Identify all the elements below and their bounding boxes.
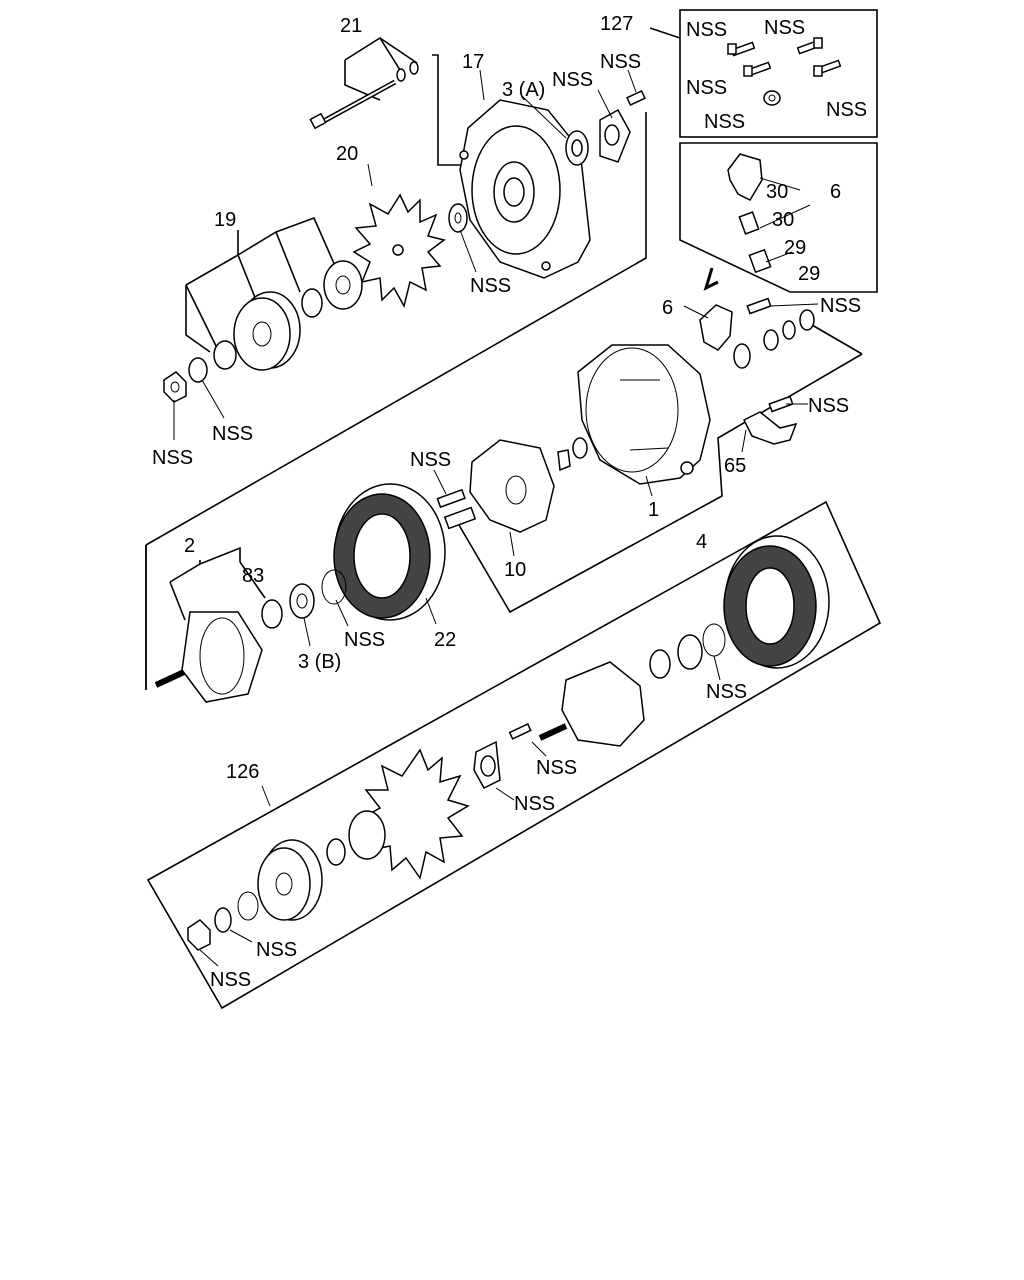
callout-2: 2 — [184, 535, 195, 557]
callout-kit-nss-1: NSS — [686, 19, 727, 41]
callout-nss-s2: NSS — [514, 793, 555, 815]
callout-nss-terminal: NSS — [808, 395, 849, 417]
callout-nss-nut-1: NSS — [212, 423, 253, 445]
stator-part — [333, 483, 446, 621]
callout-nss-nut-2: NSS — [152, 447, 193, 469]
rear-housing-part — [577, 344, 711, 485]
callout-nss-oring: NSS — [344, 629, 385, 651]
callout-3b: 3 (B) — [298, 651, 341, 673]
callout-1: 1 — [648, 499, 659, 521]
callout-nss-bolt-10: NSS — [410, 449, 451, 471]
bearing-3a-part — [565, 89, 646, 166]
leader-lines — [173, 69, 819, 967]
callout-kit-nss-4: NSS — [826, 99, 867, 121]
callout-30b: 30 — [772, 209, 794, 231]
callout-3a: 3 (A) — [502, 79, 545, 101]
callout-nss-brush: NSS — [820, 295, 861, 317]
callout-nss-n4: NSS — [210, 969, 251, 991]
callout-10: 10 — [504, 559, 526, 581]
callout-4: 4 — [696, 531, 707, 553]
callout-nss-fan: NSS — [470, 275, 511, 297]
callout-kit-nss-5: NSS — [704, 111, 745, 133]
brush-holder-part — [699, 297, 815, 445]
callout-nss-bolt-top: NSS — [600, 51, 641, 73]
callout-126: 126 — [226, 761, 259, 783]
callout-nss-n3: NSS — [256, 939, 297, 961]
drive-end-frame-part — [459, 99, 591, 279]
callout-kit-nss-3: NSS — [686, 77, 727, 99]
fan-part — [352, 193, 468, 309]
callout-30a: 30 — [766, 181, 788, 203]
callout-29b: 29 — [798, 263, 820, 285]
callout-83: 83 — [242, 565, 264, 587]
callout-21: 21 — [340, 15, 362, 37]
callout-127: 127 — [600, 13, 633, 35]
pulley-set-part — [163, 260, 363, 403]
assembly-bracket-lines — [145, 9, 882, 1010]
through-bolt-part — [309, 61, 419, 130]
callout-nss-o2: NSS — [706, 681, 747, 703]
kit-127-hardware — [727, 37, 842, 106]
rectifier-plate-part — [436, 437, 588, 533]
callout-6: 6 — [662, 297, 673, 319]
callout-17: 17 — [462, 51, 484, 73]
callout-nss-3a: NSS — [552, 69, 593, 91]
callout-65: 65 — [724, 455, 746, 477]
callout-29a: 29 — [784, 237, 806, 259]
callout-kit-nss-2: NSS — [764, 17, 805, 39]
callout-labels: 21 17 3 (A) NSS NSS 127 NSS NSS NSS NSS … — [152, 13, 867, 991]
callout-6-kit: 6 — [830, 181, 841, 203]
kit-126-parts — [187, 535, 830, 951]
callout-20: 20 — [336, 143, 358, 165]
callout-22: 22 — [434, 629, 456, 651]
rotor-part — [154, 569, 347, 703]
brush-kit-part — [703, 153, 772, 291]
callout-19: 19 — [214, 209, 236, 231]
callout-nss-s1: NSS — [536, 757, 577, 779]
